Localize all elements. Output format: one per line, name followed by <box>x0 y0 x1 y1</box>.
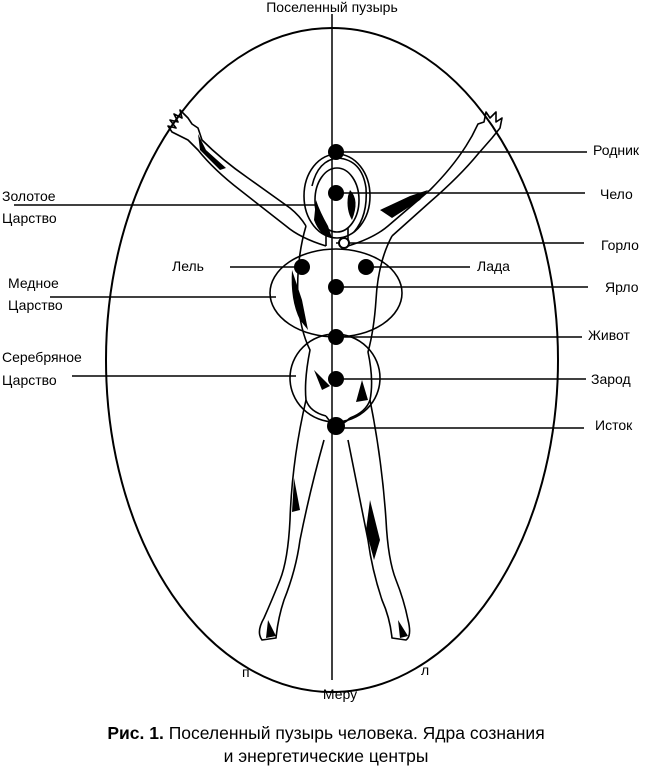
figure-caption: Рис. 1. Поселенный пузырь человека. Ядра… <box>0 722 652 768</box>
label-yarlo: Ярло <box>605 279 639 295</box>
center-rodnik-dot <box>328 144 344 160</box>
caption-line-2: и энергетические центры <box>0 745 652 768</box>
center-yarlo-dot <box>328 279 344 295</box>
center-lada-dot <box>358 259 374 275</box>
energy-centers <box>294 144 374 435</box>
caption-line-1: Рис. 1. Поселенный пузырь человека. Ядра… <box>0 722 652 745</box>
label-rodnik: Родник <box>593 142 640 158</box>
label-chelo: Чело <box>600 186 633 202</box>
label-gorlo: Горло <box>601 237 639 253</box>
leader-lines <box>14 151 588 429</box>
label-lada: Лада <box>477 258 510 274</box>
label-lel: Лель <box>172 258 204 274</box>
caption-figure-number: Рис. 1. <box>107 723 164 743</box>
center-zhivot-dot <box>328 329 344 345</box>
center-chelo-dot <box>328 185 344 201</box>
label-zarod: Зарод <box>591 371 631 387</box>
label-copper-kingdom-2: Царство <box>8 297 63 313</box>
right-mark: л <box>421 662 430 678</box>
top-title: Поселенный пузырь <box>266 0 398 15</box>
label-silver-kingdom-2: Царство <box>2 372 57 388</box>
label-silver-kingdom-1: Серебряное <box>2 349 82 365</box>
label-copper-kingdom-1: Медное <box>8 275 59 291</box>
center-istok-dot <box>327 417 345 435</box>
center-gorlo-dot <box>338 237 350 249</box>
caption-text-2: и энергетические центры <box>223 746 429 766</box>
center-zarod-dot <box>328 371 344 387</box>
center-lel-dot <box>294 259 310 275</box>
figure-shading <box>198 134 428 638</box>
label-golden-kingdom-1: Золотое <box>2 188 56 204</box>
label-istok: Исток <box>595 417 633 433</box>
caption-text-1: Поселенный пузырь человека. Ядра сознани… <box>168 723 545 743</box>
left-mark: п <box>242 664 250 680</box>
label-golden-kingdom-2: Царство <box>2 210 57 226</box>
meru-label: Меру <box>322 686 358 702</box>
label-zhivot: Живот <box>588 327 630 343</box>
